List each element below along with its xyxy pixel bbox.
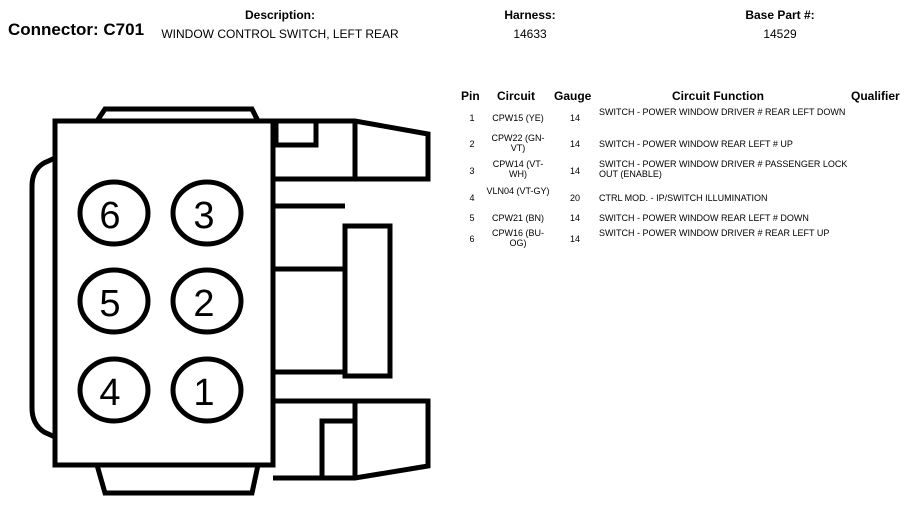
connector-body [52,118,276,468]
pin-6-circle [77,179,151,247]
row-1-pin: 1 [469,113,475,123]
row-4-circuit: VLN04 (VT-GY) [486,186,550,196]
header-circuit: Circuit [497,89,536,103]
base-part-label: Base Part #: [745,8,815,22]
row-5-function: SWITCH - POWER WINDOW REAR LEFT # DOWN [599,213,809,223]
connector-top-tab [94,106,261,123]
connector-left-bump [29,155,57,440]
row-5-pin: 5 [469,213,475,223]
row-3-pin: 3 [469,166,475,176]
row-5-gauge: 14 [569,213,580,223]
pin-1-circle [170,356,244,424]
harness-value: 14633 [513,27,547,41]
upper-latch-slot [273,118,319,148]
pin-3-circle [170,179,244,247]
row-2-gauge: 14 [569,139,580,149]
description-label: Description: [244,8,315,22]
header-pin: Pin [461,89,480,103]
upper-latch [273,118,431,182]
row-3-circuit: CPW14 (VT-WH) [492,159,544,179]
harness-label: Harness: [504,8,556,22]
row-4-pin: 4 [469,193,475,203]
pin-5-circle [77,267,151,335]
pin-3-label: 3 [193,195,214,237]
connector-title: Connector: C701 [8,20,145,39]
pin-6-label: 6 [99,195,120,237]
connector-bottom-tab [94,464,261,496]
row-1-circuit: CPW15 (YE) [492,113,544,123]
pin-2-label: 2 [193,283,214,325]
row-4-gauge: 20 [569,193,580,203]
row-6-pin: 6 [469,234,475,244]
row-2-function: SWITCH - POWER WINDOW REAR LEFT # UP [599,139,793,149]
lower-latch-slot [319,418,355,478]
row-6-circuit: CPW16 (BU-OG) [491,228,544,248]
connector-face-diagram: 6 3 5 2 4 1 [29,106,431,496]
row-2-pin: 2 [469,139,475,149]
pin-4-circle [77,356,151,424]
side-lock [342,223,393,379]
header-qualifier: Qualifier [851,89,900,103]
row-4-function: CTRL MOD. - IP/SWITCH ILLUMINATION [599,193,768,203]
pin-4-label: 4 [99,372,120,414]
row-1-function: SWITCH - POWER WINDOW DRIVER # REAR LEFT… [599,107,846,117]
lower-latch [273,398,431,481]
row-3-gauge: 14 [569,166,580,176]
header-gauge: Gauge [554,89,592,103]
header-circuit-function: Circuit Function [672,89,764,103]
row-6-gauge: 14 [569,234,580,244]
row-1-gauge: 14 [569,113,580,123]
row-2-circuit: CPW22 (GN-VT) [491,133,545,153]
pin-5-label: 5 [99,283,120,325]
description-value: WINDOW CONTROL SWITCH, LEFT REAR [161,27,399,41]
row-3-function: SWITCH - POWER WINDOW DRIVER # PASSENGER… [599,159,848,179]
base-part-value: 14529 [763,27,797,41]
pin-2-circle [170,267,244,335]
row-5-circuit: CPW21 (BN) [491,213,544,223]
pin-1-label: 1 [193,372,214,414]
middle-key-bottom [273,266,348,375]
row-6-function: SWITCH - POWER WINDOW DRIVER # REAR LEFT… [599,228,830,238]
